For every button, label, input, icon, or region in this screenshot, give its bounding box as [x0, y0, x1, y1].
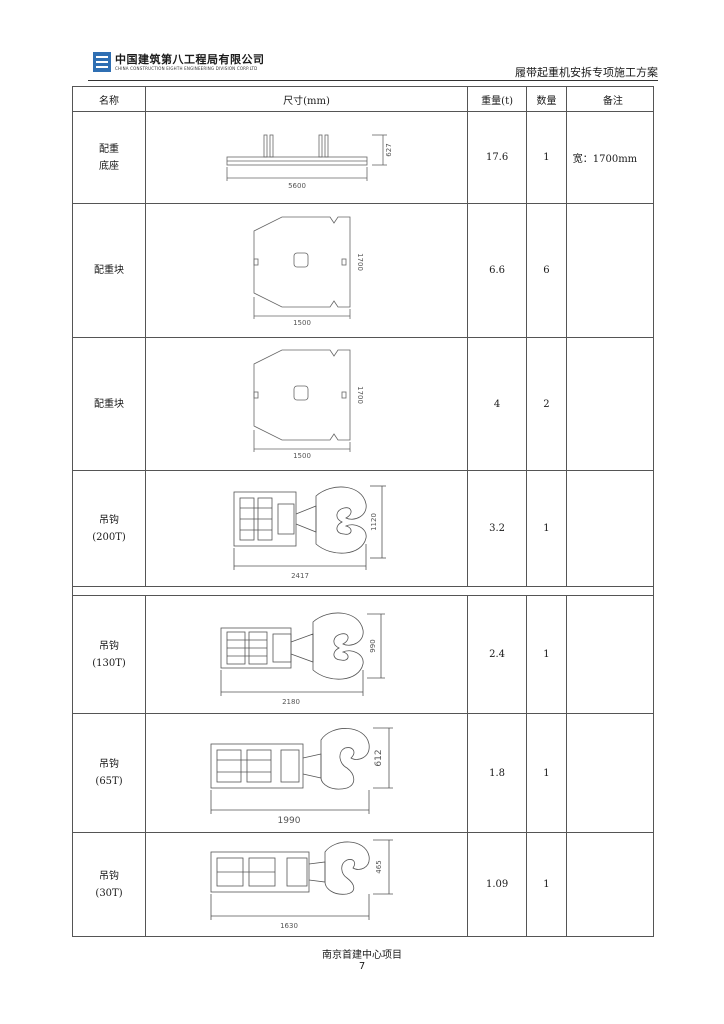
- column-header-name: 名称: [71, 86, 147, 112]
- svg-text:1990: 1990: [277, 816, 300, 826]
- item-name: 吊钩 (200T): [71, 470, 147, 587]
- svg-text:2417: 2417: [291, 572, 309, 580]
- hook-200t-drawing: 2417 1120: [233, 485, 386, 580]
- column-header-weight: 重量(t): [466, 86, 528, 112]
- table-row: 配重块 1500 1700 4 2: [71, 337, 655, 471]
- item-remarks: [565, 595, 655, 714]
- document-title: 履带起重机安拆专项施工方案: [515, 66, 658, 79]
- item-quantity: 1: [526, 470, 567, 587]
- item-weight: 1.8: [466, 713, 528, 833]
- item-quantity: 1: [526, 595, 567, 714]
- counterweight-block-drawing: 1500 1700: [253, 216, 364, 327]
- item-weight: 4: [466, 337, 528, 471]
- svg-text:990: 990: [369, 639, 377, 652]
- item-name: 吊钩 (130T): [71, 595, 147, 714]
- svg-text:1630: 1630: [280, 922, 298, 930]
- hook-65t-drawing: 1990 612: [210, 727, 393, 826]
- company-name-en: CHINA CONSTRUCTION EIGHTH ENGINEERING DI…: [115, 66, 258, 71]
- item-weight: 6.6: [466, 203, 528, 338]
- item-weight: 3.2: [466, 470, 528, 587]
- item-name: 配重块: [71, 203, 147, 338]
- item-name: 吊钩 (30T): [71, 832, 147, 937]
- svg-text:1120: 1120: [370, 513, 378, 531]
- table-row: 吊钩 (65T) 1990 612: [71, 713, 655, 833]
- svg-text:1700: 1700: [356, 386, 364, 404]
- svg-text:1500: 1500: [293, 319, 311, 327]
- svg-text:465: 465: [375, 860, 383, 873]
- dimension-drawing-cell: 1630 465: [145, 832, 468, 937]
- table-header-row: 名称 尺寸(mm) 重量(t) 数量 备注: [71, 86, 655, 112]
- dimension-drawing-cell: 2417 1120: [145, 470, 468, 587]
- page-header: 中国建筑第八工程局有限公司 CHINA CONSTRUCTION EIGHTH …: [88, 50, 658, 84]
- column-header-dimensions: 尺寸(mm): [145, 86, 468, 112]
- item-remarks: [565, 832, 655, 937]
- item-weight: 2.4: [466, 595, 528, 714]
- company-name-cn: 中国建筑第八工程局有限公司: [115, 53, 265, 66]
- item-remarks: [565, 203, 655, 338]
- item-quantity: 1: [526, 832, 567, 937]
- counterweight-block-drawing: 1500 1700: [253, 349, 364, 460]
- item-remarks: [565, 470, 655, 587]
- svg-text:5600: 5600: [288, 182, 306, 190]
- counterweight-base-drawing: 5600 627: [226, 134, 393, 190]
- dimension-drawing-cell: 2180 990: [145, 595, 468, 714]
- item-name: 配重 底座: [71, 111, 147, 204]
- item-name: 吊钩 (65T): [71, 713, 147, 833]
- table-row: 配重 底座 5600 627 17.6 1 宽：1700mm: [71, 111, 655, 204]
- item-weight: 17.6: [466, 111, 528, 204]
- item-quantity: 1: [526, 713, 567, 833]
- table-row: 吊钩 (130T) 2180 990: [71, 595, 655, 714]
- svg-text:2180: 2180: [282, 698, 300, 706]
- dimension-drawing-cell: 5600 627: [145, 111, 468, 204]
- item-remarks: 宽：1700mm: [565, 111, 655, 204]
- item-quantity: 2: [526, 337, 567, 471]
- component-spec-table: 名称 尺寸(mm) 重量(t) 数量 备注 配重 底座: [71, 86, 655, 937]
- svg-text:1500: 1500: [293, 452, 311, 460]
- table-row: 吊钩 (30T) 1630 465: [71, 832, 655, 937]
- hook-130t-drawing: 2180 990: [220, 612, 385, 706]
- svg-text:1700: 1700: [356, 253, 364, 271]
- svg-text:627: 627: [385, 143, 393, 156]
- item-name: 配重块: [71, 337, 147, 471]
- svg-text:612: 612: [374, 749, 384, 766]
- footer-project-name: 南京首建中心项目: [322, 950, 402, 961]
- dimension-drawing-cell: 1500 1700: [145, 337, 468, 471]
- header-divider: [88, 80, 658, 81]
- item-weight: 1.09: [466, 832, 528, 937]
- dimension-drawing-cell: 1500 1700: [145, 203, 468, 338]
- column-header-remarks: 备注: [565, 86, 655, 112]
- hook-30t-drawing: 1630 465: [210, 839, 393, 930]
- dimension-drawing-cell: 1990 612: [145, 713, 468, 833]
- table-row: 吊钩 (200T) 2417 1120: [71, 470, 655, 587]
- item-quantity: 6: [526, 203, 567, 338]
- table-row: 配重块 1500 1700 6.6 6: [71, 203, 655, 338]
- page-number: 7: [358, 961, 366, 972]
- page-break-gap: [72, 586, 654, 596]
- item-remarks: [565, 713, 655, 833]
- column-header-quantity: 数量: [526, 86, 567, 112]
- item-remarks: [565, 337, 655, 471]
- item-quantity: 1: [526, 111, 567, 204]
- company-logo-icon: [93, 52, 111, 72]
